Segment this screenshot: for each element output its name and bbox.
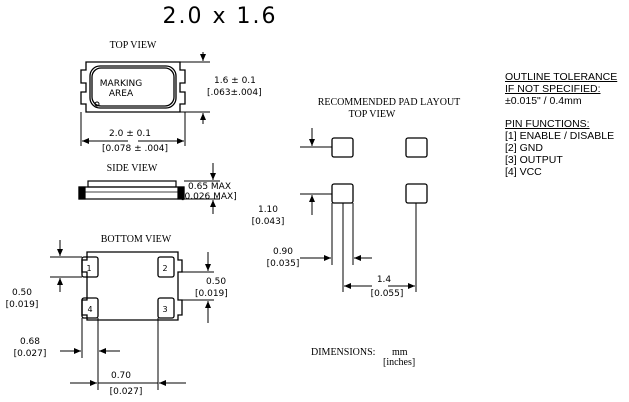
top-view-width-dimension bbox=[80, 112, 186, 146]
top-view-heading: TOP VIEW bbox=[110, 40, 157, 51]
top-view-width-in: [0.078 ± .004] bbox=[102, 144, 168, 154]
pad-span-dimension bbox=[342, 203, 417, 292]
dimensions-label: DIMENSIONS: bbox=[311, 347, 375, 358]
notes-panel: OUTLINE TOLERANCE IF NOT SPECIFIED: ±0.0… bbox=[505, 71, 629, 178]
bottom-pitch-mm: 0.68 bbox=[20, 337, 40, 347]
bottom-pitch-in: [0.027] bbox=[14, 349, 47, 359]
tolerance-value: ±0.015" / 0.4mm bbox=[505, 95, 582, 107]
pin-function-4: [4] VCC bbox=[505, 166, 542, 178]
drawing-title: 2.0 x 1.6 bbox=[163, 4, 278, 29]
bottom-width-in: [0.027] bbox=[110, 387, 143, 397]
bottom-pin-3-label: 3 bbox=[162, 305, 167, 314]
pad-gap-dimension bbox=[300, 203, 372, 265]
pad-span-in: [0.055] bbox=[371, 289, 404, 299]
side-view-thickness-dimension bbox=[184, 163, 220, 214]
pad-layout-subheading: TOP VIEW bbox=[349, 109, 396, 120]
marking-area-line1: MARKING bbox=[100, 79, 142, 89]
bottom-right-pad-dimension bbox=[182, 252, 214, 323]
bottom-pitch-dimension bbox=[60, 318, 120, 358]
dimensions-unit-mm: mm bbox=[392, 347, 408, 358]
pin-function-1: [1] ENABLE / DISABLE bbox=[505, 130, 615, 142]
bottom-right-pad-in: [0.019] bbox=[195, 289, 228, 299]
bottom-view-heading: BOTTOM VIEW bbox=[101, 234, 172, 245]
pad-layout-heading: RECOMMENDED PAD LAYOUT bbox=[318, 97, 461, 108]
bottom-pin-1-label: 1 bbox=[86, 264, 91, 273]
bottom-pin-4-label: 4 bbox=[87, 305, 92, 314]
bottom-left-pad-mm: 0.50 bbox=[12, 288, 32, 298]
dimensions-unit-inches: [inches] bbox=[383, 357, 415, 368]
pad-layout-pads bbox=[331, 137, 428, 204]
side-view-thickness-mm: 0.65 MAX bbox=[188, 182, 231, 192]
marking-area-line2: AREA bbox=[109, 89, 134, 99]
tolerance-heading-line2: IF NOT SPECIFIED: bbox=[505, 83, 601, 95]
pad-height-dimension bbox=[300, 128, 332, 215]
pin-function-2: [2] GND bbox=[505, 142, 543, 154]
pad-gap-in: [0.035] bbox=[267, 259, 300, 269]
bottom-pin-2-label: 2 bbox=[162, 264, 167, 273]
bottom-right-pad-mm: 0.50 bbox=[206, 277, 226, 287]
top-view-height-mm: 1.6 ± 0.1 bbox=[214, 76, 256, 86]
pin-functions-heading: PIN FUNCTIONS: bbox=[505, 118, 590, 130]
bottom-view-package bbox=[81, 251, 183, 321]
side-view-package bbox=[78, 180, 185, 200]
pin1-dot bbox=[94, 101, 100, 107]
bottom-left-pad-in: [0.019] bbox=[6, 300, 39, 310]
bottom-width-dimension bbox=[70, 318, 186, 390]
bottom-width-mm: 0.70 bbox=[111, 371, 131, 381]
tolerance-heading-line1: OUTLINE TOLERANCE bbox=[505, 71, 618, 83]
top-view-width-mm: 2.0 ± 0.1 bbox=[109, 129, 151, 139]
side-view-heading: SIDE VIEW bbox=[107, 163, 158, 174]
side-view-thickness-in: [0.026 MAX] bbox=[181, 192, 237, 202]
pad-span-mm: 1.4 bbox=[377, 275, 392, 285]
pin-function-3: [3] OUTPUT bbox=[505, 154, 563, 166]
pad-gap-mm: 0.90 bbox=[273, 247, 293, 257]
pad-height-in: [0.043] bbox=[252, 217, 285, 227]
top-view-height-in: [.063±.004] bbox=[207, 88, 262, 98]
pad-height-mm: 1.10 bbox=[258, 205, 278, 215]
bottom-left-pad-dimension bbox=[50, 240, 82, 292]
